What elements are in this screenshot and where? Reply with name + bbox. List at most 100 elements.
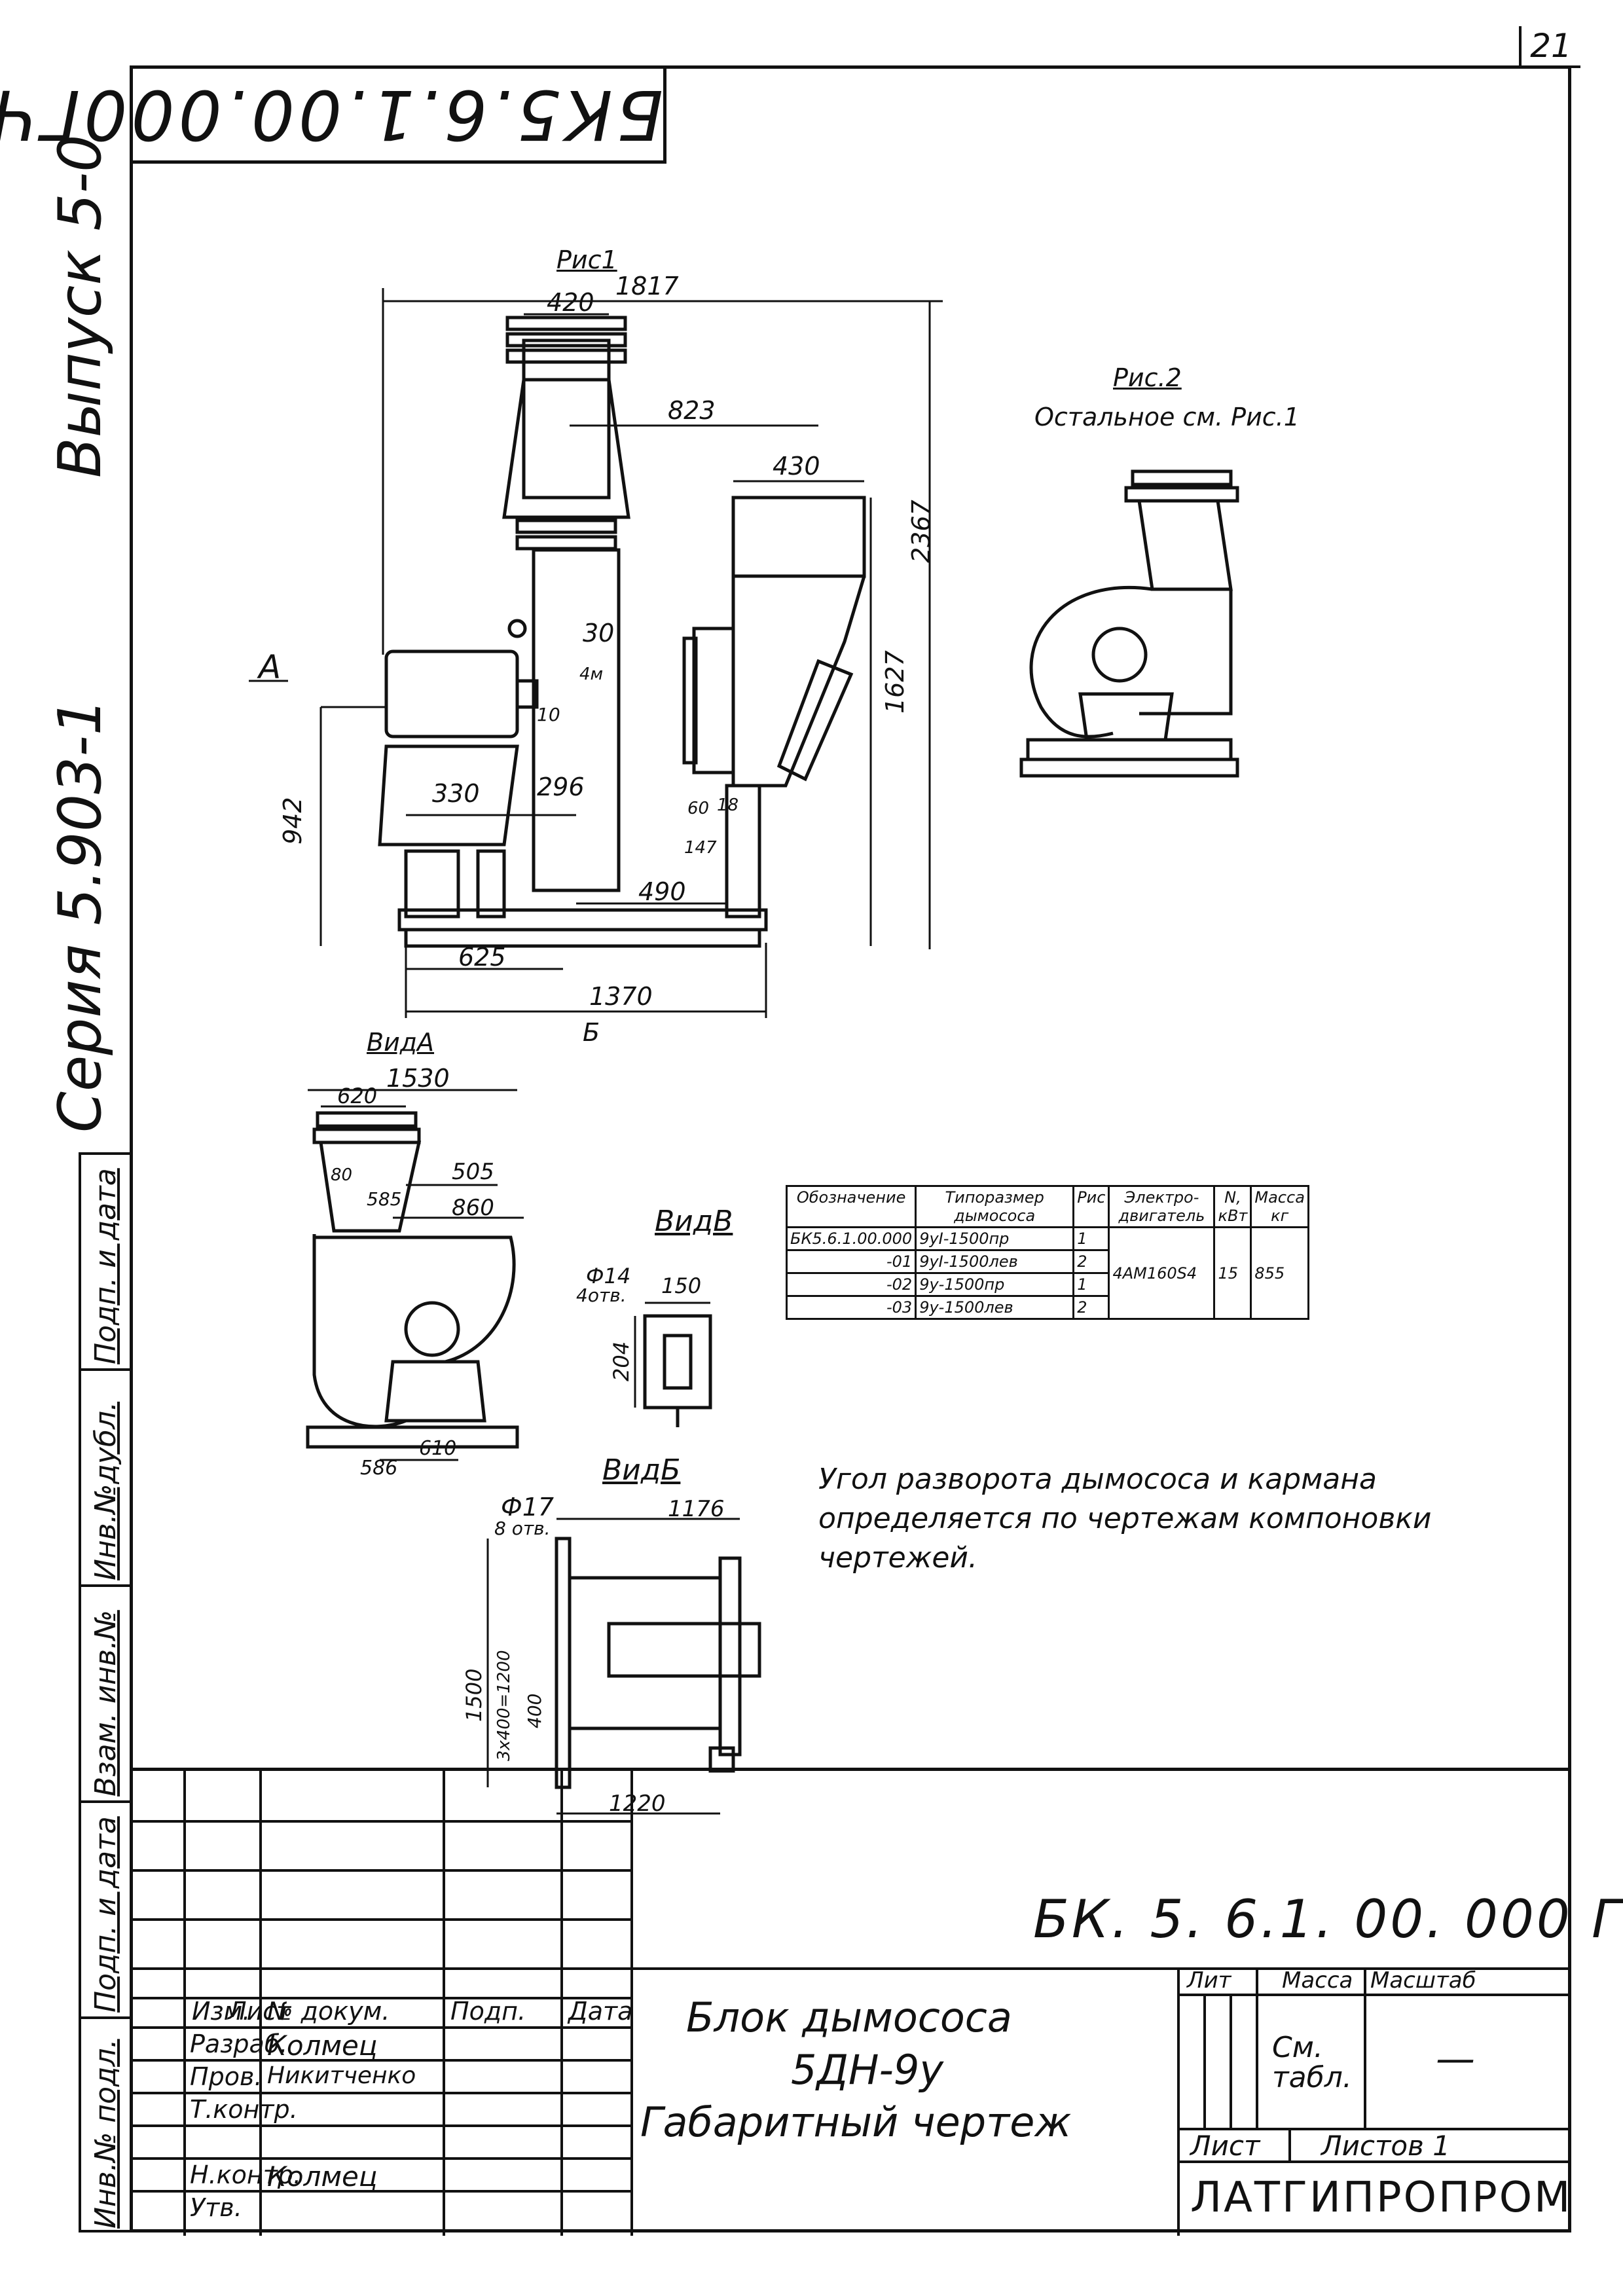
table-cell: -02 [785, 1272, 917, 1297]
left-stamp-strip: Подп. и дата Инв.№дубл. Взам. инв.№ Подп… [79, 1152, 130, 2232]
view-a-title: ВидА [367, 1028, 435, 1057]
table-cell: 9уI-1500лев [915, 1249, 1075, 1274]
dim-label: 2367 [907, 500, 936, 563]
table-cell: 1 [1072, 1272, 1110, 1297]
section-a-label: А [259, 648, 282, 686]
name-line1: Блок дымососа [686, 1994, 1012, 2041]
dim-label: 1817 [615, 272, 679, 301]
dim-label: 823 [668, 396, 716, 425]
fig1-drawing [249, 288, 943, 1018]
spec-table: Обозначение Типоразмер дымососа Рис Элек… [785, 1185, 1309, 1320]
table-cell: 9у-1500лев [915, 1295, 1075, 1320]
dim-label: 1627 [881, 650, 909, 714]
table-row: -02 9у-1500пр 1 [785, 1272, 1309, 1297]
view-b-drawing [486, 1518, 761, 1815]
col-head: Дата [568, 1997, 633, 2026]
dim-label: 1530 [386, 1064, 450, 1093]
view-v-drawing [634, 1302, 712, 1427]
dim-label: 204 [609, 1341, 634, 1381]
strip-cell-sign-date: Подп. и дата [79, 1152, 130, 1368]
col-head: Лист [228, 1997, 291, 2026]
dim-label: 625 [458, 943, 506, 972]
sheets-label: Листов 1 [1321, 2130, 1450, 2162]
table-cell: 2 [1072, 1295, 1110, 1320]
fig1-title: Рис1 [556, 246, 617, 274]
dim-label: 18 [717, 795, 739, 815]
section-b-label: Б [583, 1018, 600, 1047]
dim-label: 330 [432, 779, 480, 808]
dim-label: Ф17 [501, 1493, 555, 1522]
view-b-title: ВидБ [602, 1453, 681, 1487]
name-line3: Габаритный чертеж [640, 2098, 1072, 2146]
dim-label: 942 [278, 797, 307, 845]
table-cell: 9у-1500пр [915, 1272, 1075, 1297]
person-name: Никитченко [267, 2062, 416, 2089]
dim-label: 80 [331, 1165, 353, 1185]
dim-label: 60 [687, 799, 710, 818]
strip-cell-dup: Инв.№дубл. [79, 1368, 130, 1584]
dim-label: 1370 [589, 982, 653, 1011]
strip-cell-orig: Инв.№ подл. [79, 2016, 130, 2232]
role: Утв. [190, 2193, 242, 2222]
mass-cell: 855 [1250, 1226, 1309, 1320]
drawing-frame [130, 65, 1571, 2232]
dim-label: 8 отв. [494, 1518, 551, 1539]
view-a-drawing [306, 1089, 524, 1461]
table-cell: -03 [785, 1295, 917, 1320]
power-cell: 15 [1213, 1226, 1252, 1320]
dim-label: 610 [419, 1437, 457, 1460]
sheet-label: Лист [1190, 2130, 1260, 2162]
spec-header: Рис [1072, 1185, 1110, 1228]
strip-cell-replace: Взам. инв.№ [79, 1584, 130, 1800]
table-cell: 2 [1072, 1249, 1110, 1274]
table-row: -01 9уI-1500лев 2 [785, 1249, 1309, 1274]
dim-label: 400 [524, 1693, 545, 1728]
dim-label: 620 [337, 1084, 378, 1108]
view-v-title: ВидВ [655, 1205, 733, 1238]
dim-label: 430 [773, 452, 820, 481]
spec-header: N, кВт [1213, 1185, 1252, 1228]
drawing-note: Угол разворота дымососа и кармана опреде… [818, 1463, 1432, 1575]
dim-label: 420 [547, 288, 594, 317]
dim-label: 505 [452, 1159, 494, 1185]
dim-label: 1176 [668, 1496, 725, 1522]
table-cell: БК5.6.1.00.000 [785, 1226, 917, 1251]
dim-label: Ф14 [586, 1264, 631, 1288]
col-head: № докум. [267, 1997, 390, 2026]
name-line2: 5ДН-9у [791, 2046, 944, 2094]
scale-label: Масштаб [1370, 1967, 1476, 1994]
table-cell: 9уI-1500пр [915, 1226, 1075, 1251]
table-cell: -01 [785, 1249, 917, 1274]
person-name: Колмец [267, 2030, 378, 2062]
dim-label: 3х400=1200 [494, 1650, 514, 1761]
motor-cell: 4АМ160S4 [1108, 1226, 1216, 1320]
person-name: Колмец [267, 2160, 378, 2193]
fig2-drawing [1019, 469, 1239, 778]
role: Н.контр. [190, 2160, 302, 2189]
col-head: Изм. [192, 1997, 251, 2026]
organization: ЛАТГИПРОПРОМ [1190, 2174, 1573, 2222]
dim-label: 490 [638, 877, 686, 906]
fig2-note: Остальное см. Рис.1 [1034, 403, 1300, 431]
doc-code: БК. 5. 6.1. 00. 000 ГЧ [1033, 1889, 1623, 1950]
strip-cell-sign-date-2: Подп. и дата [79, 1800, 130, 2016]
mass-label: Масса [1282, 1967, 1353, 1994]
table-cell: 1 [1072, 1226, 1110, 1251]
mass-value: См. табл. [1272, 2031, 1352, 2094]
table-row: -03 9у-1500лев 2 [785, 1295, 1309, 1320]
dim-label: 30 [583, 619, 615, 647]
spec-header: Масса кг [1250, 1185, 1309, 1228]
role: Пров. [190, 2062, 263, 2091]
lit-label: Лит [1187, 1967, 1231, 1994]
dim-label: 296 [537, 773, 585, 801]
spec-header: Электро- двигатель [1108, 1185, 1216, 1228]
dim-label: 860 [452, 1195, 494, 1221]
dim-label: 147 [684, 838, 717, 858]
role: Разраб. [190, 2030, 288, 2058]
dim-label: 10 [537, 704, 560, 725]
role: Т.контр. [190, 2095, 298, 2124]
dim-label: 585 [367, 1188, 402, 1210]
spec-header: Обозначение [785, 1185, 917, 1228]
dim-label: 150 [661, 1273, 702, 1298]
